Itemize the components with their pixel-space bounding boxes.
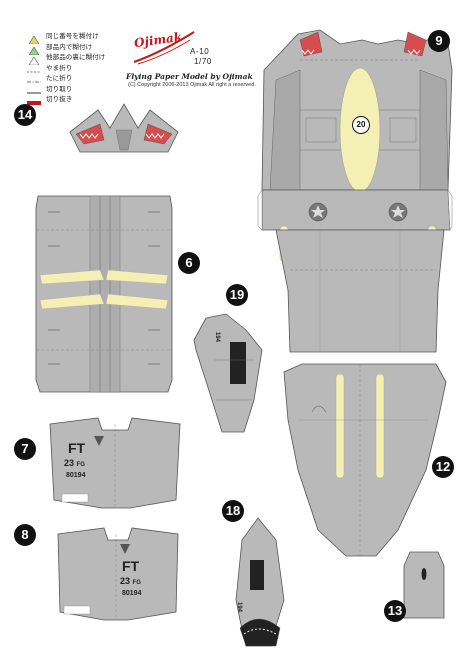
cut-line-icon <box>26 84 42 93</box>
tagline: Flying Paper Model by Ojimak <box>126 72 253 81</box>
part-12-lower-fuselage <box>283 363 447 557</box>
part-9-fuselage-top <box>257 29 453 353</box>
legend-text: 切り取り <box>46 85 73 93</box>
ejection-seat-shape <box>230 342 246 384</box>
part-14-nose <box>69 103 179 153</box>
part-number-18: 18 <box>222 500 244 522</box>
legend-text: 切り抜き <box>46 96 73 103</box>
part-9-shark-mouth <box>299 31 427 57</box>
group-suffix: FG <box>132 580 141 586</box>
legend-row: やま折り <box>26 62 126 72</box>
part-number-12: 12 <box>432 456 454 478</box>
legend-row: たに折り <box>26 72 126 83</box>
model-scale: 1/70 <box>194 57 212 66</box>
side-code: 194 <box>236 601 243 613</box>
legend-text: たに折り <box>46 75 73 82</box>
part-13-small-panel <box>403 551 445 619</box>
tail-code: FT <box>68 440 86 456</box>
valley-fold-line-icon <box>26 73 42 83</box>
group-number-value: 23 <box>64 458 75 468</box>
legend: 同じ番号を糊付け 部品内で糊付け 他部品の裏に糊付け やま折り たに折り 切り取… <box>26 30 126 105</box>
part-19-cockpit-tub <box>193 313 263 433</box>
group-suffix: FG <box>76 462 85 468</box>
tail-code: FT <box>122 558 140 574</box>
serial-number: 80194 <box>66 472 86 479</box>
model-name: A-10 <box>190 47 210 56</box>
part-number-6: 6 <box>178 252 200 274</box>
part-number-19: 19 <box>226 284 248 306</box>
part-number-9: 9 <box>428 30 450 52</box>
part-18-canopy <box>235 517 285 647</box>
group-number: 23 FG <box>120 576 141 586</box>
part-number-7: 7 <box>14 438 36 460</box>
legend-text: やま折り <box>46 64 73 72</box>
legend-row: 切り取り <box>26 83 126 93</box>
legend-text: 部品内で糊付け <box>46 43 93 51</box>
cutout-red-icon <box>26 94 42 105</box>
side-code: 194 <box>214 331 221 343</box>
squadron-emblem-icon <box>120 544 130 554</box>
model-designation: A-10 1/70 <box>190 47 212 67</box>
squadron-emblem-icon <box>94 436 104 446</box>
part-6-fuselage-box <box>35 195 173 393</box>
part-number-14: 14 <box>14 104 36 126</box>
serial-number: 80194 <box>122 590 142 597</box>
part-8-tail-panel <box>57 527 179 621</box>
legend-text: 同じ番号を糊付け <box>46 33 99 40</box>
legend-text: 他部品の裏に糊付け <box>46 54 106 61</box>
mountain-fold-line-icon <box>26 63 42 72</box>
group-number: 23 FG <box>64 458 85 468</box>
ejection-seat-shape <box>250 560 264 590</box>
glue-tab-number: 20 <box>352 116 370 134</box>
copyright-text: (C) Copyright 2006-2013 Ojimak All right… <box>128 82 256 88</box>
part-number-8: 8 <box>14 524 36 546</box>
legend-row: 切り抜き <box>26 93 126 105</box>
brand-swoosh-icon <box>133 31 195 65</box>
part-number-13: 13 <box>384 600 406 622</box>
group-number-value: 23 <box>120 576 131 586</box>
part-7-tail-panel <box>49 417 181 509</box>
